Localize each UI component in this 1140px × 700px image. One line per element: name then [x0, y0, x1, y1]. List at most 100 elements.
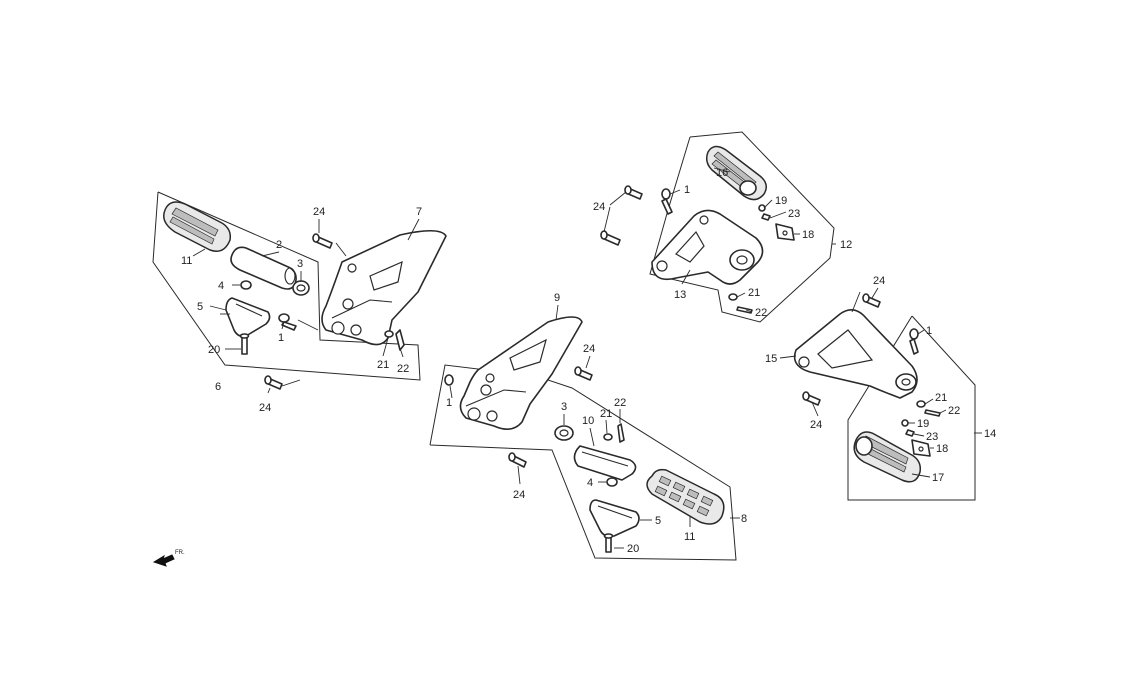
bolt-24-center-top [574, 366, 593, 381]
step-bracket-7 [321, 229, 447, 346]
pin-1-right-lower [909, 328, 919, 355]
callout-7: 7 [416, 206, 422, 218]
callout-10: 10 [582, 415, 594, 427]
spring-pin-22-right-top [736, 306, 753, 314]
step-holder-15 [793, 309, 918, 399]
callout-3: 3 [297, 258, 303, 270]
bracket-5 [225, 297, 271, 338]
callout-24: 24 [583, 343, 595, 355]
group-8-center-step-assembly: 9 24 1 3 10 21 22 4 5 20 11 8 24 [429, 292, 747, 561]
callout-1: 1 [278, 332, 284, 344]
group-12-passenger-step-assembly: 16 1 24 19 23 18 12 13 21 22 [593, 131, 852, 323]
callout-15: 15 [765, 353, 777, 365]
callout-5: 5 [655, 515, 661, 527]
step-bracket-9 [459, 316, 583, 430]
callout-24: 24 [593, 201, 605, 213]
callout-17: 17 [932, 472, 944, 484]
pin-1-left [278, 313, 297, 331]
callout-4: 4 [587, 477, 593, 489]
callout-1: 1 [926, 325, 932, 337]
pin-23-lower [905, 429, 915, 437]
plate-18-lower [911, 439, 931, 457]
spring-19-top [758, 204, 766, 212]
leaders-group-6 [192, 218, 420, 394]
callout-1: 1 [684, 184, 690, 196]
group-14-passenger-step-assembly: 24 1 15 21 22 24 19 23 14 18 17 [765, 275, 996, 501]
callout-23: 23 [926, 431, 938, 443]
callout-16: 16 [716, 167, 728, 179]
callout-24: 24 [313, 206, 325, 218]
callout-1: 1 [446, 397, 452, 409]
callout-2: 2 [276, 239, 282, 251]
callout-21: 21 [935, 392, 947, 404]
callout-9: 9 [554, 292, 560, 304]
footpeg-rubber-17 [853, 431, 922, 483]
callout-24: 24 [873, 275, 885, 287]
plate-10 [573, 445, 637, 481]
bolt-24-right-lower-top [862, 293, 881, 308]
callout-4: 4 [218, 280, 224, 292]
leaders-group-14 [779, 287, 982, 478]
bolt-20 [239, 333, 250, 355]
callout-14: 14 [984, 428, 996, 440]
callout-8: 8 [741, 513, 747, 525]
footpeg-rubber-11 [163, 201, 232, 252]
pin-23-top [761, 213, 771, 221]
group-12-outline [649, 131, 835, 323]
callout-24: 24 [513, 489, 525, 501]
washer-3-center [554, 425, 574, 441]
callout-13: 13 [674, 289, 686, 301]
spring-19-lower [901, 419, 909, 427]
callout-22: 22 [397, 363, 409, 375]
bolt-24-center-bottom [508, 452, 527, 468]
front-direction-indicator: FR. [152, 550, 185, 567]
callout-20: 20 [627, 543, 639, 555]
callout-22: 22 [614, 397, 626, 409]
arrow-icon [152, 554, 175, 567]
leaders-group-8 [449, 304, 740, 549]
bolt-24-right-lower-bottom [802, 391, 821, 406]
pin-1-center [444, 374, 454, 386]
callout-18: 18 [802, 229, 814, 241]
callout-21: 21 [600, 408, 612, 420]
callout-22: 22 [755, 307, 767, 319]
group-14-outline [847, 315, 976, 501]
nut-4-center [606, 477, 618, 487]
callout-21: 21 [377, 359, 389, 371]
bolt-24-right-top-a [624, 185, 643, 200]
spring-pin-22-right-lower [924, 409, 941, 417]
nut-4 [240, 280, 252, 290]
callout-12: 12 [840, 239, 852, 251]
step-holder-13 [651, 209, 764, 285]
callout-24: 24 [259, 402, 271, 414]
callout-3: 3 [561, 401, 567, 413]
clip-21-right-top [728, 293, 738, 301]
bracket-5-center [589, 499, 640, 538]
bolt-20-center [603, 533, 614, 553]
clip-21-center [603, 433, 613, 441]
callout-19: 19 [775, 195, 787, 207]
callout-11: 11 [181, 255, 192, 267]
callout-11: 11 [684, 531, 695, 543]
clip-21-right-lower [916, 400, 926, 408]
spring-pin-22-center [617, 423, 625, 443]
group-8-outline [429, 364, 737, 561]
bolt-24-right-top-b [600, 230, 621, 246]
callout-24: 24 [810, 419, 822, 431]
group-6-outline [152, 191, 421, 381]
bolt-24-left-top [312, 233, 333, 249]
callout-22: 22 [948, 405, 960, 417]
callout-23: 23 [788, 208, 800, 220]
footpeg-rubber-11-center [646, 468, 725, 525]
callout-21: 21 [748, 287, 760, 299]
bolt-24-left-bottom [264, 375, 283, 390]
washer-3 [292, 280, 310, 296]
callout-19: 19 [917, 418, 929, 430]
fr-label: FR. [175, 550, 185, 556]
clip-21-left [384, 330, 394, 338]
spring-pin-22-left [395, 329, 405, 351]
footpeg-sleeve-2 [230, 246, 297, 290]
callout-5: 5 [197, 301, 203, 313]
